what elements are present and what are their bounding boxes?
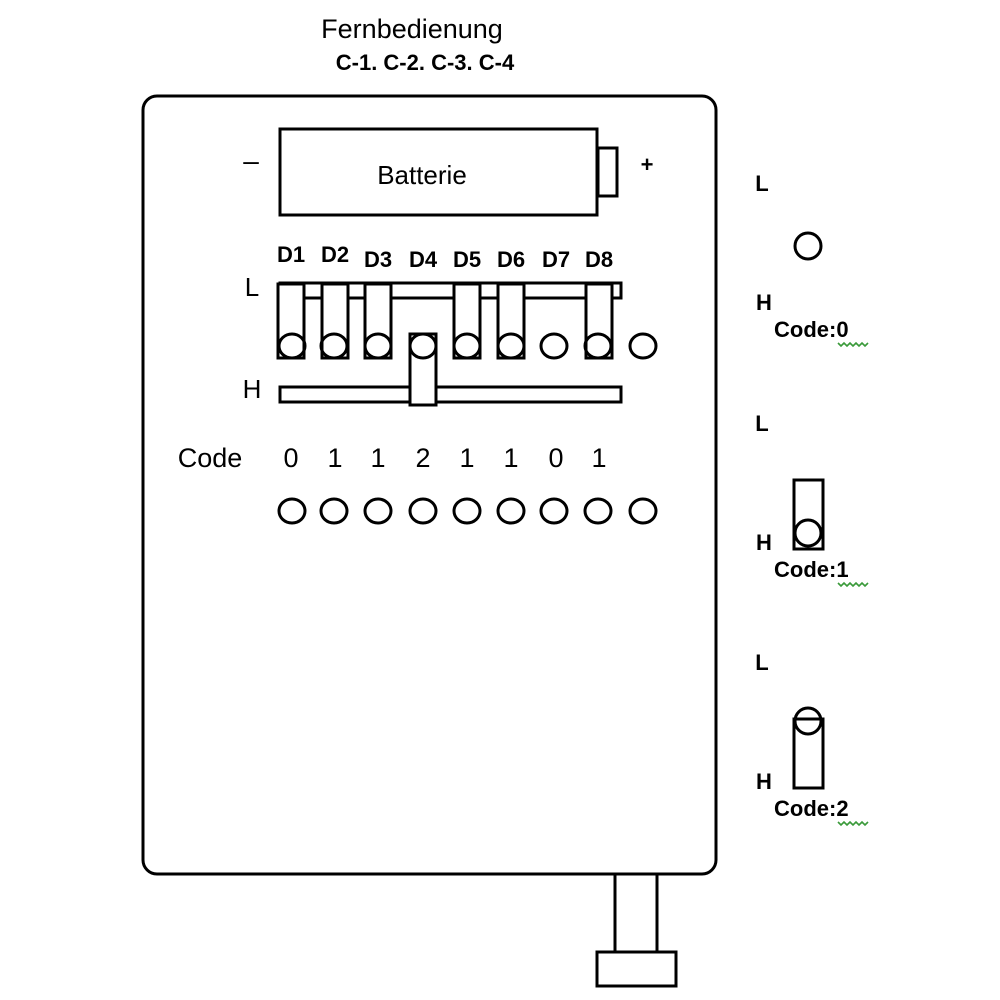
dip-pin-5 xyxy=(452,282,482,360)
battery: Batterie – + xyxy=(243,127,654,217)
spellcheck-squiggle xyxy=(837,341,869,348)
legend-slot xyxy=(792,717,825,790)
legend-low-label: L xyxy=(755,411,768,436)
dip-hole-1 xyxy=(277,332,307,360)
dip-pin-1 xyxy=(276,282,306,360)
button-4 xyxy=(408,497,438,525)
dip-switches xyxy=(276,282,658,407)
code-digit-3: 1 xyxy=(370,443,385,473)
high-rail xyxy=(278,385,623,404)
dip-hole-4 xyxy=(408,332,438,360)
title: Fernbedienung xyxy=(321,14,503,44)
button-6 xyxy=(496,497,526,525)
code-digit-7: 0 xyxy=(548,443,563,473)
legend-caption: Code:1 xyxy=(774,557,849,582)
code-digit-4: 2 xyxy=(415,443,430,473)
battery-label: Batterie xyxy=(377,160,467,190)
dip-label-5: D5 xyxy=(453,247,481,272)
dip-hole-7 xyxy=(539,332,569,360)
battery-plus-sign: + xyxy=(641,152,654,177)
dip-label-6: D6 xyxy=(497,247,525,272)
dip-high-label: H xyxy=(243,374,262,404)
code-digit-2: 1 xyxy=(327,443,342,473)
legend-caption: Code:2 xyxy=(774,796,849,821)
dip-pin-4 xyxy=(408,332,438,407)
dip-label-7: D7 xyxy=(542,247,570,272)
legend-low-label: L xyxy=(755,171,768,196)
button-row xyxy=(277,497,658,525)
spellcheck-squiggle xyxy=(837,820,869,827)
code-digit-5: 1 xyxy=(459,443,474,473)
code-label: Code xyxy=(178,443,243,473)
dip-pin-8 xyxy=(584,282,614,360)
dip-pin-2 xyxy=(320,282,350,360)
dip-hole-3 xyxy=(363,332,393,360)
legend-pin xyxy=(793,518,823,548)
model-list: C-1. C-2. C-3. C-4 xyxy=(336,50,515,75)
antenna-stem xyxy=(613,872,659,954)
battery-minus-sign: – xyxy=(243,145,259,176)
dip-label-2: D2 xyxy=(321,242,349,267)
dip-hole-9 xyxy=(628,332,658,360)
dip-hole-2 xyxy=(319,332,349,360)
dip-label-4: D4 xyxy=(409,247,438,272)
button-5 xyxy=(452,497,482,525)
code-digit-1: 0 xyxy=(283,443,298,473)
button-7 xyxy=(539,497,569,525)
button-2 xyxy=(319,497,349,525)
legend-high-label: H xyxy=(756,769,772,794)
dip-label-1: D1 xyxy=(277,242,305,267)
antenna-base xyxy=(595,950,678,988)
legend-low-label: L xyxy=(755,650,768,675)
dip-hole-8 xyxy=(583,332,613,360)
legend-pin xyxy=(793,706,823,736)
code-digit-8: 1 xyxy=(591,443,606,473)
legend-high-label: H xyxy=(756,530,772,555)
dip-pin-6 xyxy=(496,282,526,360)
button-3 xyxy=(363,497,393,525)
dip-low-label: L xyxy=(245,272,259,302)
spellcheck-squiggle xyxy=(837,581,869,588)
dip-label-3: D3 xyxy=(364,247,392,272)
button-1 xyxy=(277,497,307,525)
dip-pin-3 xyxy=(363,282,393,360)
button-9 xyxy=(628,497,658,525)
legend-caption: Code:0 xyxy=(774,317,849,342)
battery-terminal xyxy=(596,146,619,198)
legend-slot xyxy=(792,478,825,551)
dip-switch-labels: D1 D2 D3 D4 D5 D6 D7 D8 xyxy=(277,242,613,272)
dip-hole-6 xyxy=(496,332,526,360)
legend-high-label: H xyxy=(756,290,772,315)
remote-body xyxy=(141,94,718,876)
dip-label-8: D8 xyxy=(585,247,613,272)
code-digit-6: 1 xyxy=(503,443,518,473)
antenna xyxy=(595,872,678,988)
legend-hole xyxy=(793,231,823,261)
dip-hole-5 xyxy=(452,332,482,360)
button-8 xyxy=(583,497,613,525)
